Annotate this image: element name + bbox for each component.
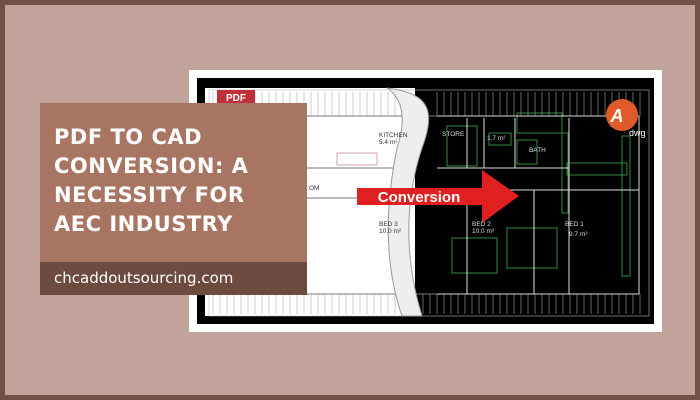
title-line: CONVERSION: A [54, 154, 249, 178]
arrow-label: Conversion [378, 189, 461, 206]
room-label: BATH [529, 147, 546, 154]
pdf-badge [217, 90, 255, 104]
room-area: 9.7 m² [569, 231, 588, 238]
title-line: AEC INDUSTRY [54, 212, 233, 236]
website-url: chcaddoutsourcing.com [40, 262, 307, 295]
room-area: 5.4 m² [379, 139, 398, 146]
conversion-arrow-icon [357, 170, 519, 223]
title-box: PDF TO CAD CONVERSION: A NECESSITY FOR A… [40, 103, 307, 262]
banner: PDF Conversion A dwg KITCHEN 5.4 m² OM B… [5, 5, 695, 395]
room-label: BED 1 [565, 221, 584, 228]
svg-text:A: A [610, 106, 624, 126]
pdf-badge-label: PDF [226, 93, 246, 104]
room-label: BED 2 [472, 221, 491, 228]
title-line: PDF TO CAD [54, 125, 203, 149]
room-label: KITCHEN [379, 132, 408, 139]
room-label: OM [309, 185, 319, 192]
room-area: 10.0 m² [379, 228, 402, 235]
title-line: NECESSITY FOR [54, 183, 245, 207]
dwg-logo-icon [606, 99, 638, 131]
room-area: 10.0 m² [472, 228, 495, 235]
room-area: 1.7 m² [487, 135, 506, 142]
room-label: BED 3 [379, 221, 398, 228]
room-label: STORE [442, 131, 465, 138]
logo-text: dwg [629, 128, 646, 138]
